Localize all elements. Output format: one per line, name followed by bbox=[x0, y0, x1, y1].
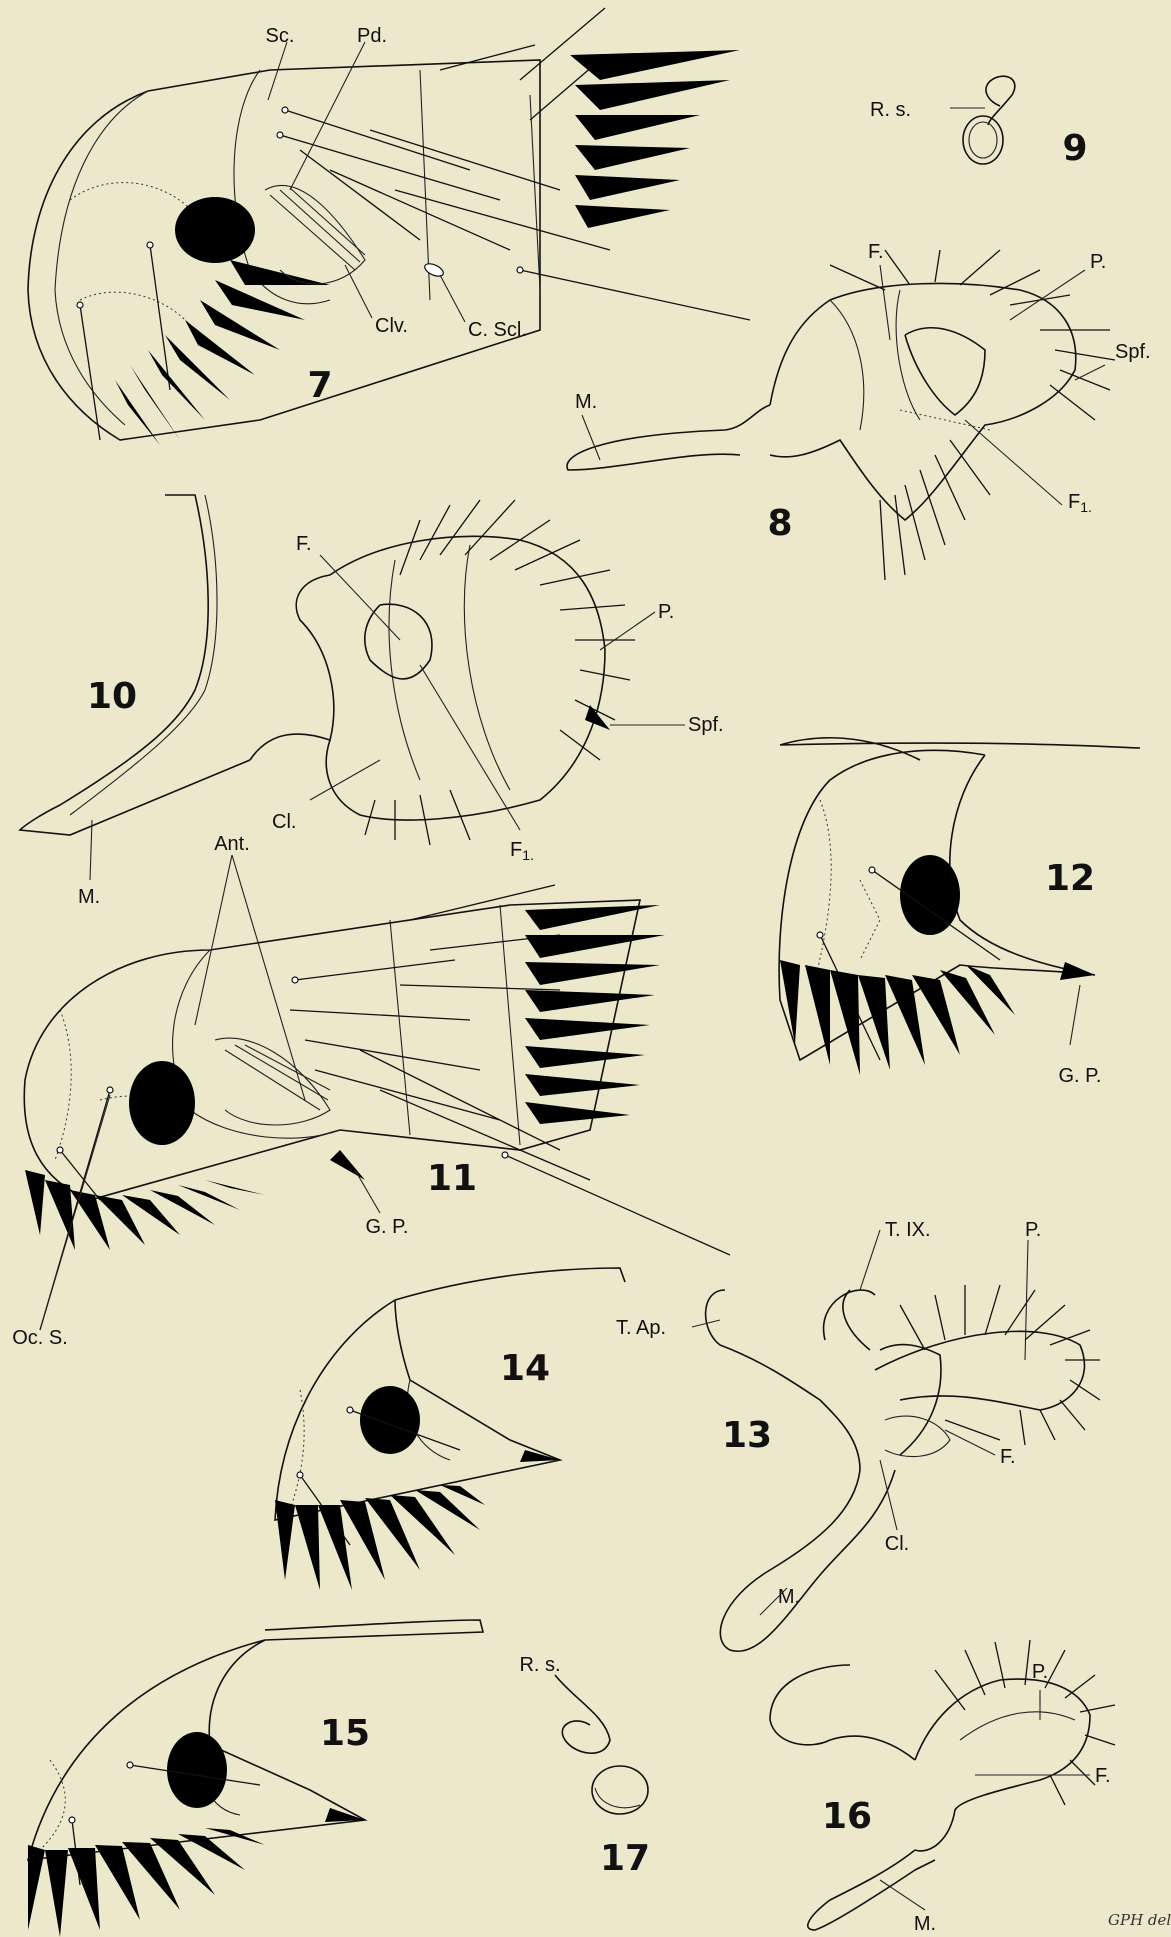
label-m-10: M. bbox=[78, 886, 100, 908]
figure-15: 15 bbox=[28, 1620, 483, 1937]
eye-spot bbox=[175, 197, 255, 263]
label-m-13: M. bbox=[778, 1586, 800, 1608]
label-p-10: P. bbox=[658, 601, 674, 623]
label-f-16: F. bbox=[1095, 1765, 1111, 1787]
figure-number-11: 11 bbox=[427, 1158, 477, 1199]
label-spf-8: Spf. bbox=[1115, 341, 1151, 363]
genital-process-11 bbox=[330, 1150, 365, 1180]
label-sc: Sc. bbox=[266, 25, 295, 47]
label-ant: Ant. bbox=[214, 833, 250, 855]
label-p-8: P. bbox=[1090, 251, 1106, 273]
label-f1-8: F1. bbox=[1068, 491, 1092, 515]
label-t-ap: T. Ap. bbox=[616, 1317, 666, 1339]
label-oc-s: Oc. S. bbox=[12, 1327, 68, 1349]
figure-17: R. s. 17 bbox=[519, 1654, 650, 1879]
figure-number-10: 10 bbox=[87, 676, 137, 717]
figure-7: Sc. Pd. Clv. C. Scl. 7 bbox=[28, 8, 750, 445]
eye-spot-15 bbox=[167, 1732, 227, 1808]
artist-signature: GPH del. bbox=[1108, 1911, 1171, 1929]
figure-13: T. IX. T. Ap. P. F. Cl. M. 13 bbox=[616, 1219, 1100, 1651]
figure-11: Ant. G. P. Oc. S. 11 bbox=[12, 833, 730, 1349]
label-g-p-11: G. P. bbox=[366, 1216, 409, 1238]
figure-number-17: 17 bbox=[600, 1838, 650, 1879]
label-pd: Pd. bbox=[357, 25, 387, 47]
eye-spot-11 bbox=[129, 1061, 195, 1145]
label-cl-10: Cl. bbox=[272, 811, 296, 833]
eye-spot-14 bbox=[360, 1386, 420, 1454]
figure-number-7: 7 bbox=[307, 365, 332, 406]
signature-text: GPH del. bbox=[1108, 1911, 1171, 1929]
figure-9: R. s. 9 bbox=[870, 76, 1088, 169]
leader-lines-11 bbox=[40, 855, 380, 1330]
figure-number-13: 13 bbox=[722, 1415, 772, 1456]
label-f-8: F. bbox=[868, 241, 884, 263]
label-f-10: F. bbox=[296, 533, 312, 555]
label-m-16: M. bbox=[914, 1913, 936, 1935]
bristle-comb-12 bbox=[780, 960, 1015, 1075]
figure-number-14: 14 bbox=[500, 1348, 550, 1389]
bristle-comb-14 bbox=[275, 1485, 485, 1590]
figure-10: F. P. Spf. Cl. M. F1. 10 bbox=[20, 495, 724, 908]
label-clv: Clv. bbox=[375, 315, 408, 337]
label-r-s-17: R. s. bbox=[519, 1654, 560, 1676]
leader-lines-16 bbox=[880, 1690, 1090, 1910]
eye-spot-12 bbox=[900, 855, 960, 935]
label-cl-13: Cl. bbox=[885, 1533, 909, 1555]
label-t-ix: T. IX. bbox=[885, 1219, 931, 1241]
figure-number-12: 12 bbox=[1045, 858, 1095, 899]
label-g-p-12: G. P. bbox=[1059, 1065, 1102, 1087]
label-m-8: M. bbox=[575, 391, 597, 413]
label-r-s-9: R. s. bbox=[870, 99, 911, 121]
figure-8: F. P. Spf. M. F1. 8 bbox=[567, 241, 1151, 580]
figure-number-8: 8 bbox=[767, 503, 792, 544]
figure-number-16: 16 bbox=[822, 1796, 872, 1837]
label-f1-10: F1. bbox=[510, 839, 534, 863]
label-spf-10: Spf. bbox=[688, 714, 724, 736]
bristle-comb-15 bbox=[28, 1828, 265, 1937]
figure-12: G. P. 12 bbox=[779, 738, 1140, 1087]
label-f-13: F. bbox=[1000, 1446, 1016, 1468]
genital-process-12 bbox=[1060, 962, 1095, 980]
figure-16: P. F. M. 16 bbox=[770, 1640, 1115, 1935]
label-p-16: P. bbox=[1032, 1661, 1048, 1683]
figure-14: 14 bbox=[275, 1268, 625, 1590]
figure-number-15: 15 bbox=[320, 1713, 370, 1754]
figure-number-9: 9 bbox=[1062, 128, 1087, 169]
label-c-scl: C. Scl. bbox=[468, 319, 527, 341]
label-p-13: P. bbox=[1025, 1219, 1041, 1241]
